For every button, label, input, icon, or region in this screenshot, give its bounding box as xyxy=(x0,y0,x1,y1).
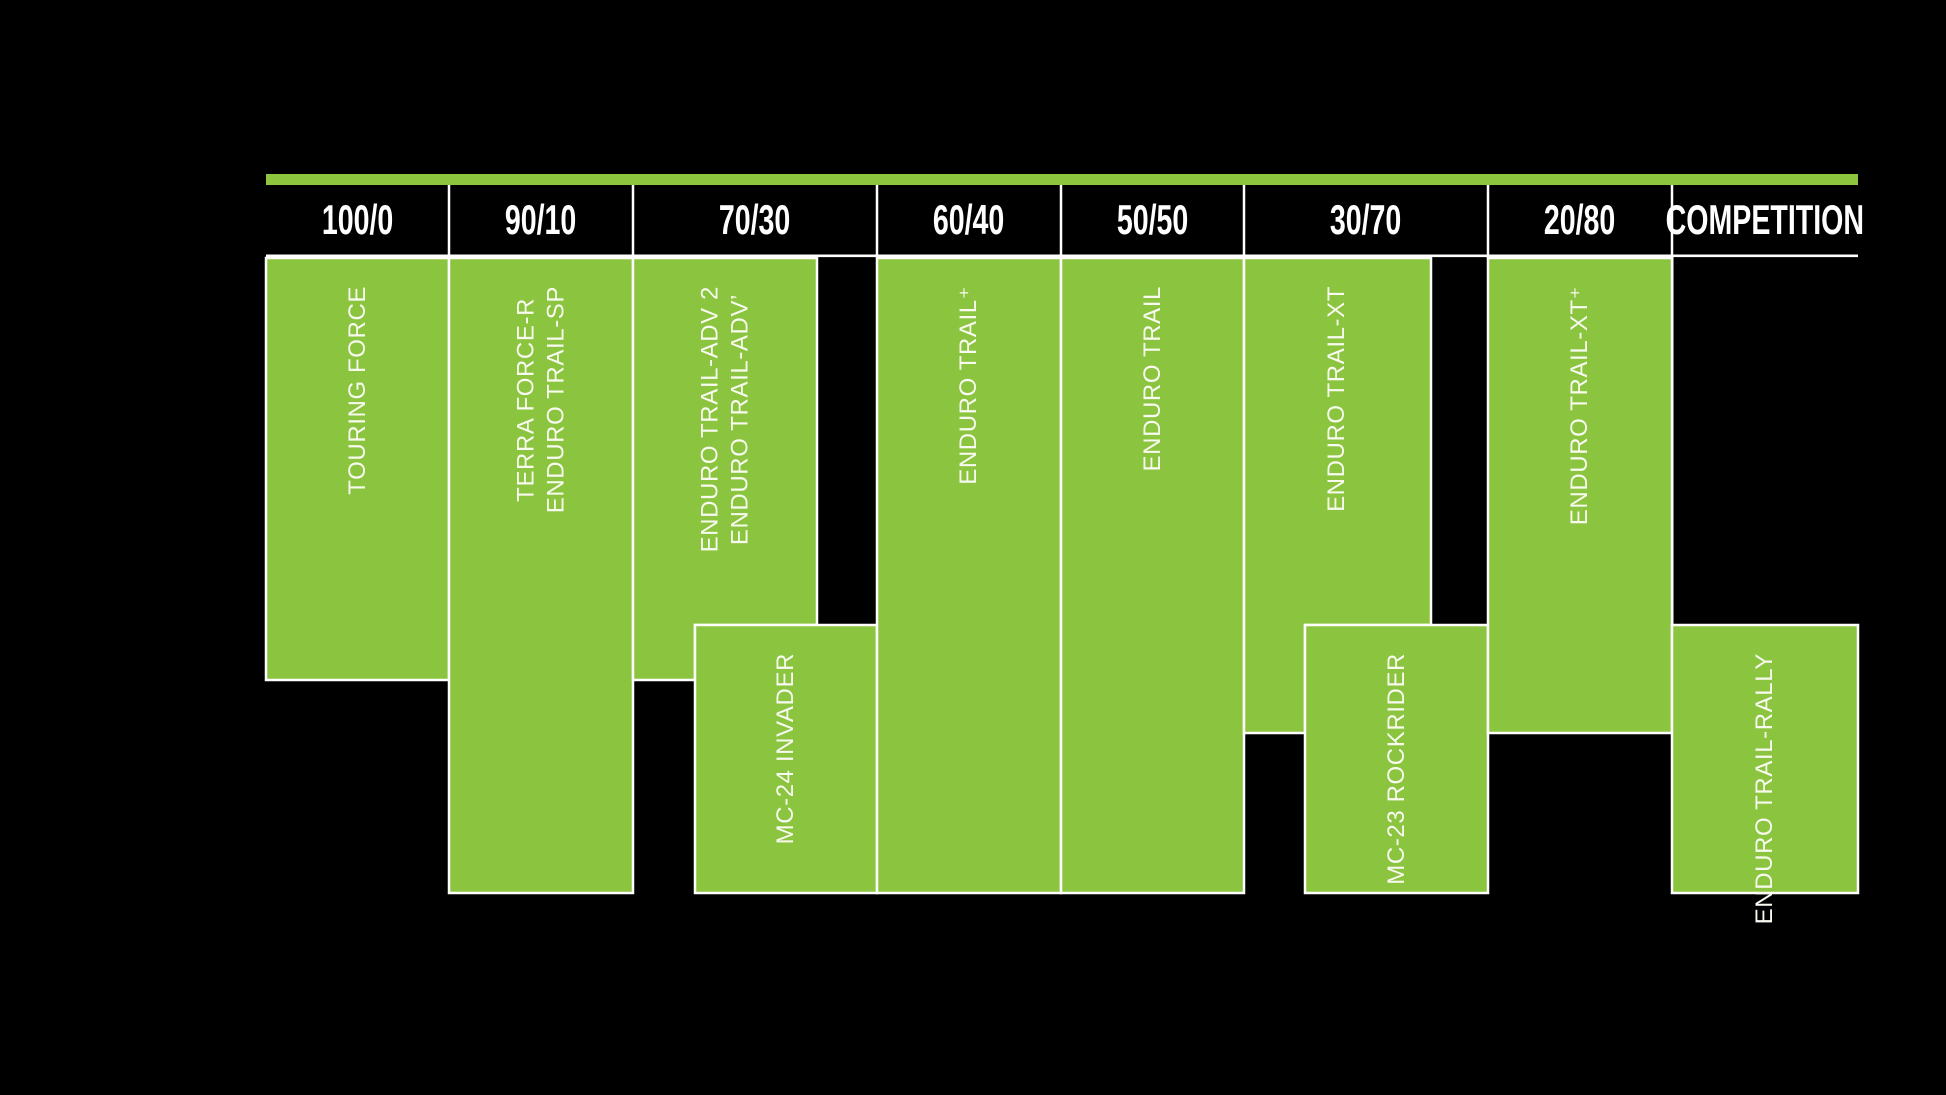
competition-area-left-line xyxy=(1671,257,1674,625)
header-label: 30/70 xyxy=(1330,196,1402,243)
header-label: 60/40 xyxy=(933,196,1005,243)
mc23-rockrider-label: MC-23 ROCKRIDER xyxy=(1383,653,1411,885)
header-separator xyxy=(447,185,451,258)
terra-force-r-block xyxy=(447,256,635,895)
block-label-line: ENDURO TRAIL-XT⁺ xyxy=(1566,286,1594,526)
touring-force-label: TOURING FORCE xyxy=(344,286,372,495)
mc23-rockrider-block xyxy=(1303,623,1490,895)
block-label-line: ENDURO TRAIL-RALLY xyxy=(1751,653,1779,925)
block-label-line: ENDURO TRAIL-XT xyxy=(1323,286,1351,512)
header-label: 50/50 xyxy=(1116,196,1189,243)
header-separator xyxy=(631,185,635,258)
header-cell-20-80: 20/80 xyxy=(1488,185,1672,255)
mc24-invader-label: MC-24 INVADER xyxy=(772,653,800,844)
enduro-trail-plus-block xyxy=(875,256,1063,895)
header-separator xyxy=(1059,185,1063,258)
header-separator xyxy=(1670,185,1674,258)
header-label: 20/80 xyxy=(1544,196,1616,243)
header-label: 100/0 xyxy=(321,196,394,243)
block-label-line: ENDURO TRAIL-ADV’ xyxy=(726,293,753,545)
header-label: COMPETITION xyxy=(1665,196,1865,243)
touring-force-block xyxy=(264,256,451,682)
header-cell-competition: COMPETITION xyxy=(1666,185,1864,255)
enduro-trail-rally-block xyxy=(1670,623,1860,895)
enduro-trail-xt-plus-label: ENDURO TRAIL-XT⁺ xyxy=(1566,286,1594,525)
enduro-trail-label: ENDURO TRAIL xyxy=(1139,286,1167,471)
enduro-trail-block xyxy=(1059,256,1246,895)
enduro-trail-xt-plus-block xyxy=(1486,256,1674,735)
header-cell-60-40: 60/40 xyxy=(877,185,1061,255)
enduro-trail-rally-label: ENDURO TRAIL-RALLY xyxy=(1751,653,1779,924)
block-label-line: ENDURO TRAIL xyxy=(1138,286,1166,472)
header-label: 70/30 xyxy=(719,196,791,243)
header-cell-100-0: 100/0 xyxy=(266,185,449,255)
header-bottom-line xyxy=(266,254,1858,258)
block-label-line: ENDURO TRAIL-SP xyxy=(542,286,569,514)
header-separator xyxy=(1242,185,1246,258)
header-separator xyxy=(875,185,879,258)
header-cell-70-30: 70/30 xyxy=(633,185,877,255)
header-label: 90/10 xyxy=(505,196,577,243)
block-label-line: MC-24 INVADER xyxy=(772,653,800,845)
mc24-invader-block xyxy=(693,623,879,895)
enduro-trail-plus-label: ENDURO TRAIL⁺ xyxy=(955,286,983,485)
block-label-line: MC-23 ROCKRIDER xyxy=(1382,653,1410,885)
header-separator xyxy=(1486,185,1490,258)
block-label-line: TOURING FORCE xyxy=(343,286,371,495)
block-label-line: ENDURO TRAIL⁺ xyxy=(955,286,983,485)
block-label-line: ENDURO TRAIL-ADV 2 xyxy=(696,286,724,553)
block-label-line: TERRA FORCE-R xyxy=(512,297,540,502)
header-cell-30-70: 30/70 xyxy=(1244,185,1488,255)
top-accent-bar xyxy=(266,174,1858,185)
enduro-trail-xt-label: ENDURO TRAIL-XT xyxy=(1323,286,1351,512)
header-cell-50-50: 50/50 xyxy=(1061,185,1244,255)
header-cell-90-10: 90/10 xyxy=(449,185,633,255)
